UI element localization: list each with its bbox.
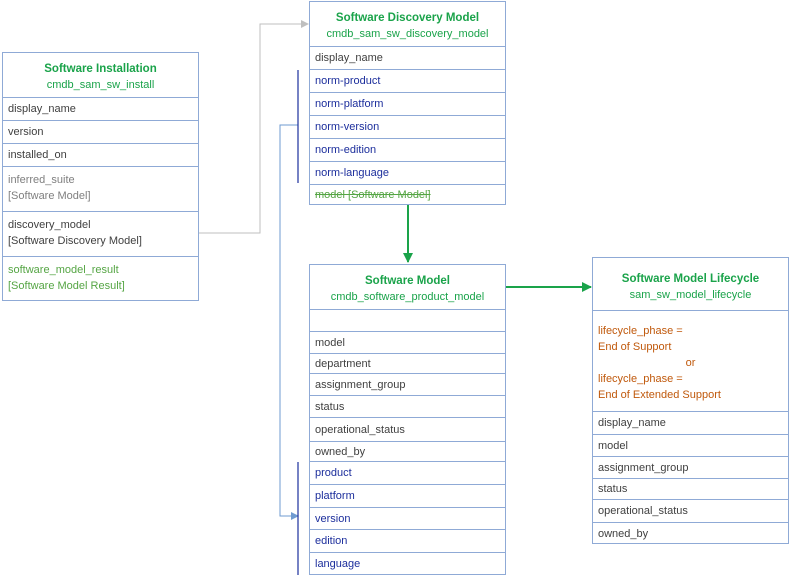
model-reference-row: model [Software Model] (315, 189, 431, 201)
product-field-row: product (310, 462, 505, 485)
table-title: Software Discovery Model (335, 12, 480, 24)
table-title: Software Model Lifecycle (621, 273, 760, 285)
software-installation-header: Software Installation cmdb_sam_sw_instal… (3, 53, 198, 98)
field-row: assignment_group (593, 457, 788, 479)
field-row: operational_status (593, 500, 788, 523)
field-row: assignment_group (310, 374, 505, 396)
software-model-header: Software Model cmdb_software_product_mod… (310, 265, 505, 310)
product-field-row: language (315, 558, 361, 570)
field-row: model (310, 332, 505, 354)
product-field-row: platform (310, 485, 505, 508)
field-row: version (3, 121, 198, 144)
discovery-model-reference-connector (198, 20, 309, 234)
discovery-model-row: discovery_model [Software Discovery Mode… (3, 212, 198, 257)
software-installation-table: Software Installation cmdb_sam_sw_instal… (2, 52, 199, 301)
table-title: Software Model (365, 275, 450, 287)
norm-mapping-connector (279, 124, 299, 520)
field-row: installed_on (3, 144, 198, 167)
inferred-suite-row: inferred_suite [Software Model] (3, 167, 198, 212)
field-row: status (593, 479, 788, 500)
table-name: cmdb_software_product_model (330, 291, 485, 303)
norm-field-row: norm-platform (310, 93, 505, 116)
field-row: display_name (593, 412, 788, 435)
field-row: status (310, 396, 505, 418)
norm-field-row: norm-version (310, 116, 505, 139)
lifecycle-condition-row: lifecycle_phase = End of Support or life… (593, 311, 788, 412)
norm-field-row: norm-product (310, 70, 505, 93)
field-row: display_name (3, 98, 198, 121)
software-discovery-model-table: Software Discovery Model cmdb_sam_sw_dis… (309, 1, 506, 205)
table-name: sam_sw_model_lifecycle (629, 289, 752, 301)
table-title: Software Installation (44, 63, 157, 75)
field-row: model (593, 435, 788, 457)
software-model-result-row: software_model_result [Software Model Re… (8, 264, 125, 292)
software-model-lifecycle-table: Software Model Lifecycle sam_sw_model_li… (592, 257, 789, 544)
field-row: display_name (310, 47, 505, 70)
empty-row (310, 310, 505, 332)
field-row: owned_by (310, 442, 505, 462)
table-name: cmdb_sam_sw_install (46, 79, 155, 91)
field-row: owned_by (598, 527, 649, 540)
software-model-table: Software Model cmdb_software_product_mod… (309, 264, 506, 575)
table-name: cmdb_sam_sw_discovery_model (326, 28, 489, 40)
field-row: department (310, 354, 505, 374)
software-model-lifecycle-header: Software Model Lifecycle sam_sw_model_li… (593, 258, 788, 311)
product-field-row: version (310, 508, 505, 530)
norm-field-row: norm-language (310, 162, 505, 185)
field-row: operational_status (310, 418, 505, 442)
software-discovery-model-header: Software Discovery Model cmdb_sam_sw_dis… (310, 2, 505, 47)
product-field-row: edition (310, 530, 505, 553)
norm-field-row: norm-edition (310, 139, 505, 162)
